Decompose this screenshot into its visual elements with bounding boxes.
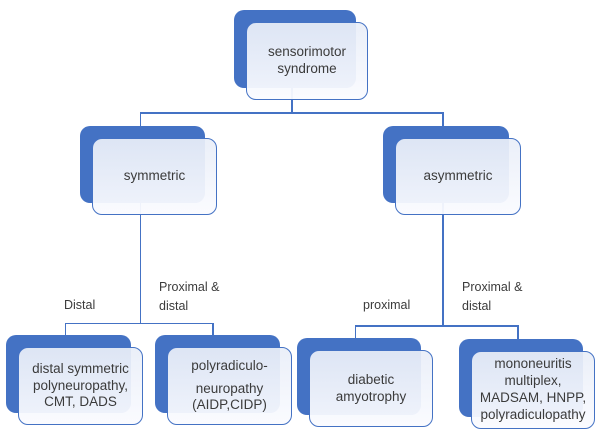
connector-asymmetric-stem bbox=[442, 112, 444, 326]
edge-label-proximal: proximal bbox=[363, 298, 411, 312]
node-mononeuritis-multiplex-label: mononeuritis multiplex, MADSAM, HNPP, po… bbox=[479, 356, 587, 422]
node-symmetric: symmetric bbox=[92, 138, 217, 215]
node-polyradiculoneuropathy-label-bottom: neuropathy (AIDP,CIDP) bbox=[192, 380, 267, 413]
node-diabetic-amyotrophy-label: diabetic amyotrophy bbox=[335, 371, 407, 404]
node-mononeuritis-multiplex: mononeuritis multiplex, MADSAM, HNPP, po… bbox=[471, 351, 595, 429]
node-asymmetric: asymmetric bbox=[395, 138, 521, 215]
edge-label-proximal-and-distal-left: Proximal & distal bbox=[159, 280, 220, 313]
node-distal-symmetric-polyneuropathy-label: distal symmetric polyneuropathy, CMT, DA… bbox=[32, 360, 129, 410]
node-symmetric-label: symmetric bbox=[123, 168, 186, 184]
node-distal-symmetric-polyneuropathy: distal symmetric polyneuropathy, CMT, DA… bbox=[18, 347, 143, 425]
connector-symmetric-stem bbox=[139, 112, 141, 323]
connector-level1-horizontal bbox=[139, 112, 444, 114]
node-sensorimotor-syndrome: sensorimotor syndrome bbox=[246, 22, 368, 100]
node-polyradiculoneuropathy-label-top: polyradiculo- bbox=[191, 357, 268, 373]
connector-asymmetric-split-horizontal bbox=[354, 325, 519, 327]
node-diabetic-amyotrophy: diabetic amyotrophy bbox=[309, 350, 433, 427]
node-sensorimotor-syndrome-label: sensorimotor syndrome bbox=[267, 44, 347, 76]
edge-label-proximal-and-distal-right: Proximal & distal bbox=[462, 280, 523, 313]
node-polyradiculoneuropathy: polyradiculo- neuropathy (AIDP,CIDP) bbox=[167, 347, 292, 425]
connector-symmetric-split-horizontal bbox=[64, 322, 214, 324]
node-asymmetric-label: asymmetric bbox=[423, 168, 493, 184]
edge-label-distal: Distal bbox=[64, 298, 96, 312]
